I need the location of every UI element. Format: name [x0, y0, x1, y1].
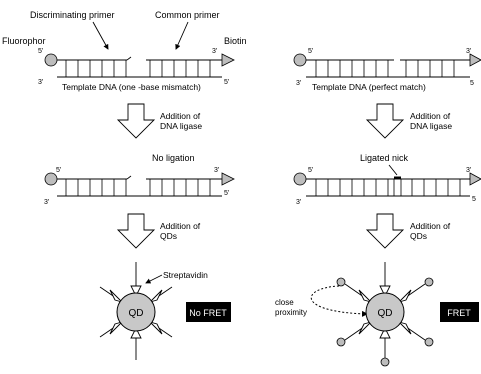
down-arrow-icon — [367, 214, 403, 248]
five-prime-bottom-label: 5' — [224, 79, 229, 86]
left-panel: Discriminating primer Common primer Fluo… — [2, 10, 247, 360]
three-prime-bottom-label: 3' — [38, 79, 43, 86]
close-proximity-label: close — [275, 298, 294, 307]
step-label: Addition of — [410, 221, 451, 231]
step-label: DNA ligase — [160, 121, 202, 131]
right-dna-perfect-match: 5' 3' 3' 5 Template DNA (perfect match) — [294, 48, 481, 92]
five-prime-bottom-label: 5 — [470, 80, 474, 87]
result-badge-label: FRET — [447, 308, 471, 318]
step-label: QDs — [160, 231, 177, 241]
step-label: DNA ligase — [410, 121, 452, 131]
close-proximity-label: proximity — [275, 308, 307, 317]
qd-label: QD — [378, 308, 393, 319]
biotin-icon — [470, 54, 481, 66]
step-label: Addition of — [410, 111, 451, 121]
three-prime-bottom-label: 3' — [296, 199, 301, 206]
ligated-nick-label: Ligated nick — [360, 153, 409, 163]
discriminating-primer-pointer — [93, 22, 108, 49]
three-prime-label: 3' — [212, 48, 217, 55]
no-ligation-label: No ligation — [152, 153, 195, 163]
down-arrow-icon — [118, 214, 154, 248]
three-prime-label: 3' — [214, 167, 219, 174]
common-primer-pointer — [176, 22, 188, 49]
discriminating-primer-label: Discriminating primer — [30, 10, 115, 20]
right-panel: 5' 3' 3' 5 Template DNA (perfect match) … — [275, 48, 481, 366]
left-dna-no-ligation: No ligation 5' 3' 3' 5' — [44, 153, 234, 206]
three-prime-bottom-label: 3' — [44, 199, 49, 206]
five-prime-label: 5' — [56, 167, 61, 174]
result-badge-label: No FRET — [189, 308, 227, 318]
left-dna-mismatch: 5' 3' 3' 5' Template DNA (one -base mism… — [38, 48, 234, 92]
biotin-label: Biotin — [224, 36, 247, 46]
fluorophor-icon — [294, 173, 306, 185]
mismatch-flap — [127, 57, 131, 60]
down-arrow-icon — [118, 104, 154, 138]
step-label: QDs — [410, 231, 427, 241]
common-primer-label: Common primer — [155, 10, 220, 20]
five-prime-label: 5' — [308, 167, 313, 174]
five-prime-label: 5' — [308, 48, 313, 55]
template-caption: Template DNA (one -base mismatch) — [62, 82, 201, 92]
five-prime-bottom-label: 5 — [472, 196, 476, 203]
qd-no-fret: Streptavidin — [100, 262, 231, 360]
fluorophor-label: Fluorophor — [2, 36, 46, 46]
five-prime-label: 5' — [38, 48, 43, 55]
streptavidin-label: Streptavidin — [163, 270, 208, 280]
fluorophor-icon — [45, 173, 57, 185]
streptavidin-pointer — [146, 275, 162, 283]
step-label: Addition of — [160, 111, 201, 121]
down-arrow-icon — [367, 104, 403, 138]
qd-fret: close proximity — [275, 262, 479, 366]
three-prime-bottom-label: 3' — [296, 80, 301, 87]
biotin-icon — [222, 54, 234, 66]
fluorophor-icon — [45, 54, 57, 66]
right-dna-ligated: Ligated nick 5' 3' 3' 5 — [294, 153, 481, 206]
template-caption: Template DNA (perfect match) — [312, 82, 426, 92]
fluorophor-icon — [294, 54, 306, 66]
ligated-nick-pointer — [389, 165, 397, 175]
qd-label: QD — [129, 308, 144, 319]
biotin-icon — [470, 173, 481, 185]
biotin-icon — [222, 173, 234, 185]
five-prime-bottom-label: 5' — [224, 190, 229, 197]
step-label: Addition of — [160, 221, 201, 231]
